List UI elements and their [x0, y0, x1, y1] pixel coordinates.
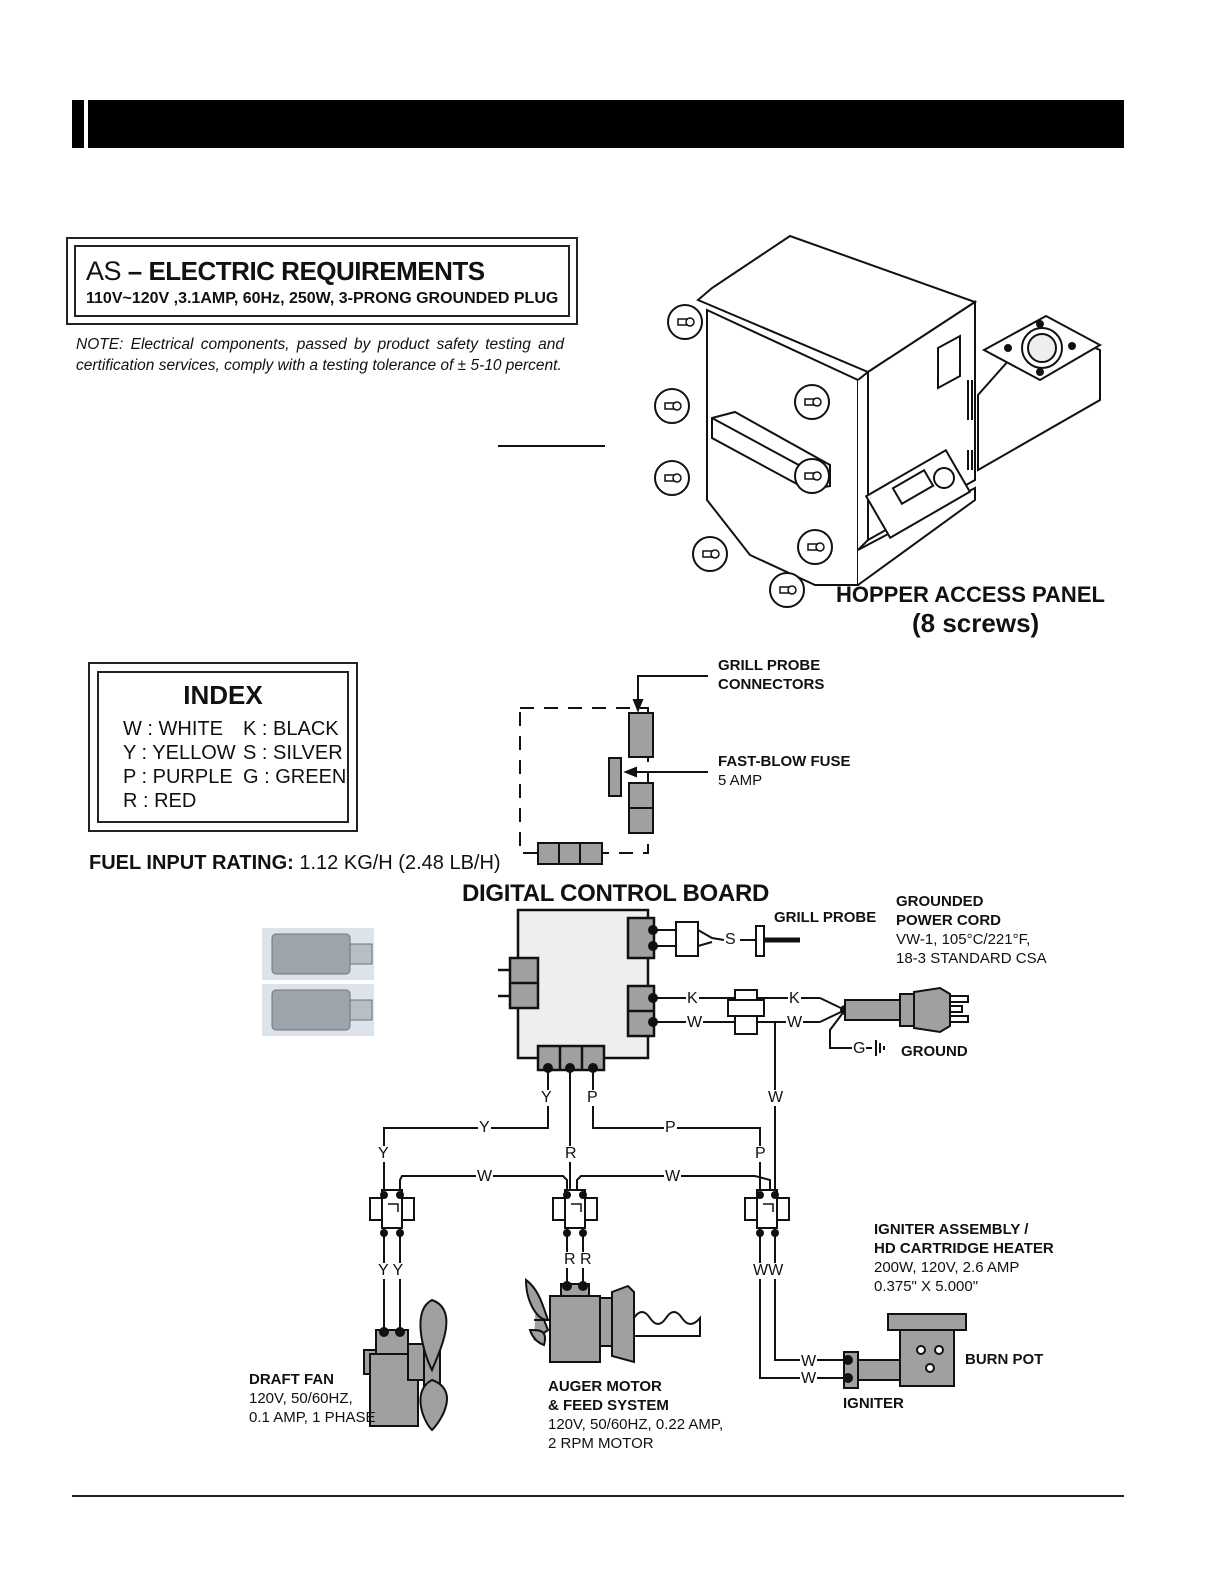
screw-icon — [797, 529, 833, 565]
section-header-bar — [72, 100, 1124, 148]
fuel-input-rating: FUEL INPUT RATING: 1.12 KG/H (2.48 LB/H) — [89, 852, 501, 874]
grill-probe-wiring — [648, 921, 800, 957]
grill-probe-label: GRILL PROBE — [774, 909, 877, 926]
wire-label-yy: Y Y — [377, 1262, 405, 1279]
hopper-access-panel-label: HOPPER ACCESS PANEL — [836, 582, 1105, 607]
electric-requirements-title: AS – ELECTRIC REQUIREMENTS — [86, 256, 485, 286]
electric-requirements-box — [66, 237, 578, 325]
wire-label-w: W — [800, 1353, 818, 1370]
wire-label-w: W — [476, 1168, 494, 1185]
wire-label-w: W — [767, 1089, 785, 1106]
screw-icon — [794, 458, 830, 494]
wire-label-w: W — [800, 1370, 818, 1387]
connector-icon — [369, 1189, 415, 1229]
wire-label-y: Y — [377, 1145, 390, 1162]
index-title: INDEX — [183, 680, 263, 710]
burn-pot-label: BURN POT — [965, 1351, 1044, 1368]
control-board-detail — [519, 675, 708, 865]
screw-icon — [692, 536, 728, 572]
screw-icon — [654, 388, 690, 424]
burn-pot-icon — [887, 1313, 967, 1387]
index-entry: S : SILVER — [243, 742, 343, 764]
footer-divider — [72, 1495, 1124, 1497]
wire-label-rr: R R — [563, 1251, 593, 1268]
safety-note: NOTE: Electrical components, passed by p… — [76, 336, 564, 374]
wire-label-r: R — [564, 1145, 578, 1162]
index-entry: K : BLACK — [243, 718, 339, 740]
wire-label-p: P — [586, 1089, 599, 1106]
wire-label-k: K — [788, 990, 801, 1007]
index-entry: Y : YELLOW — [123, 742, 236, 764]
index-entry: R : RED — [123, 790, 197, 812]
screw-icon — [769, 572, 805, 608]
wire-label-g: G — [852, 1040, 867, 1057]
screw-icon — [654, 460, 690, 496]
relay-image — [262, 928, 374, 1036]
index-entry: G : GREEN — [243, 766, 347, 788]
wire-label-p: P — [754, 1145, 767, 1162]
wire-label-y: Y — [540, 1089, 553, 1106]
index-entry: W : WHITE — [123, 718, 223, 740]
screw-icon — [667, 304, 703, 340]
wire-label-k: K — [686, 990, 699, 1007]
wire-label-s: S — [724, 931, 737, 948]
screw-icon — [794, 384, 830, 420]
index-entry: P : PURPLE — [123, 766, 233, 788]
board-title: DIGITAL CONTROL BOARD — [462, 880, 770, 907]
hopper-screws-label: (8 screws) — [912, 608, 1040, 638]
wire-label-w: W — [686, 1014, 704, 1031]
wire-label-w: W — [664, 1168, 682, 1185]
connector-icon — [744, 1189, 790, 1229]
igniter-label: IGNITER — [843, 1395, 904, 1412]
power-plug-icon — [844, 986, 969, 1034]
electric-requirements-specs: 110V~120V ,3.1AMP, 60Hz, 250W, 3-PRONG G… — [86, 290, 559, 307]
color-index-box — [88, 662, 358, 832]
igniter-icon — [843, 1351, 909, 1389]
connector-icon — [552, 1189, 598, 1229]
wire-label-ww: WW — [752, 1262, 785, 1279]
ground-label: GROUND — [901, 1043, 968, 1060]
wire-label-y: Y — [478, 1119, 491, 1136]
wire-label-p: P — [664, 1119, 677, 1136]
auger-motor-icon — [524, 1278, 701, 1364]
digital-control-board — [498, 908, 656, 1072]
connector-dots — [380, 1191, 779, 1237]
draft-fan-icon — [363, 1298, 448, 1432]
hopper-illustration — [696, 234, 1103, 586]
wire-label-w: W — [786, 1014, 804, 1031]
